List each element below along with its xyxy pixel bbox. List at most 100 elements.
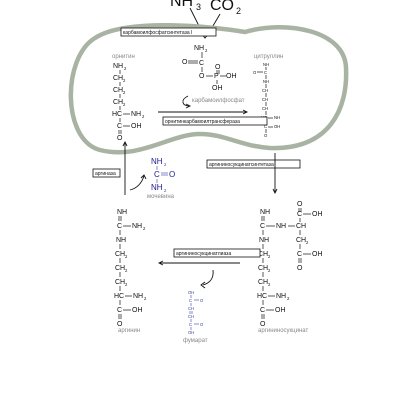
nh3-subscript: 3 (196, 2, 201, 12)
as-ch2-2: CH (258, 265, 268, 272)
as-nh2: NH (276, 293, 286, 300)
co2-subscript: 2 (236, 6, 241, 16)
fumarate-curved-arrowhead (200, 281, 206, 289)
as-c: C (260, 223, 265, 230)
as-oh-bot: OH (312, 251, 323, 258)
ornithine-structure: NH 2 CH 2 CH 2 CH 2 HC NH 2 C OH O (112, 63, 145, 142)
urea-nh2-top: NH (151, 157, 163, 166)
as-c-top: C (297, 211, 302, 218)
cp-o-dbl: O (182, 59, 188, 66)
as-nh-side: NH (276, 223, 286, 230)
urea-structure: NH 2 C O NH 2 (151, 157, 175, 193)
as-o-top: O (297, 201, 303, 208)
asl-box (173, 248, 261, 258)
cp-curved-arrow (182, 95, 191, 107)
orn-nh2-b-sub: 2 (142, 114, 145, 119)
cit-nh2-b: NH (274, 115, 280, 120)
as-nh2-sub: 2 (287, 296, 290, 301)
as-ch2-2-sub: 2 (268, 268, 271, 273)
input-co2: CO 2 (210, 0, 241, 16)
cp-oh-bottom: OH (212, 85, 223, 92)
asl-arrowhead (157, 260, 164, 266)
cps1-label: карбамоилфосфатсинтетаза I (123, 30, 192, 36)
fum-c1: C (189, 298, 192, 303)
arg-ch2-3: CH (115, 279, 125, 286)
orn-oh: OH (131, 123, 142, 130)
cp-c: C (199, 60, 204, 67)
orn-nh2-sub: 2 (124, 66, 127, 71)
orn-ch2-1: CH (113, 75, 123, 82)
orn-ch2-2: CH (113, 87, 123, 94)
as-o-bot: O (297, 265, 303, 272)
cp-nh2-sub: 2 (205, 48, 208, 53)
arginine-label: аргинин (118, 328, 140, 334)
as-ch2-1: CH (258, 251, 268, 258)
arg-ch2-3-sub: 2 (125, 282, 128, 287)
cp-p-o: O (215, 64, 221, 71)
orn-ch2-1-sub: 2 (123, 78, 126, 83)
arg-c: C (117, 223, 122, 230)
arginase-arrowhead (122, 140, 128, 147)
co2-label: CO (210, 0, 234, 14)
arg-ch2-1: CH (115, 251, 125, 258)
cit-ch2-1: CH (262, 88, 268, 93)
mitochondrion-membrane (68, 23, 349, 155)
as-nh: NH (260, 209, 270, 216)
fum-ch2: CH (188, 314, 194, 319)
cp-curved-arrowhead (185, 103, 192, 109)
as-ch2-1-sub: 2 (268, 254, 271, 259)
fum-o2: O (200, 322, 204, 327)
orn-nh2: NH (113, 63, 123, 70)
argininosuccinate-structure: NH C NH CH C O OH CH 2 C OH O NH CH 2 CH… (257, 201, 323, 328)
cp-nh2: NH (194, 45, 204, 52)
orn-ch2-3: CH (113, 99, 123, 106)
cit-oh: OH (274, 124, 280, 129)
arg-nh2-side-sub: 2 (143, 226, 146, 231)
arginase-label: аргиназа (95, 171, 116, 177)
fum-c2: C (189, 322, 192, 327)
cit-ch2-3: CH (262, 106, 268, 111)
asl-label: аргининосукцинатлиаза (176, 251, 231, 257)
cp-p: P (214, 73, 219, 80)
arg-nh2-b: NH (133, 293, 143, 300)
fum-oh-top: OH (188, 290, 194, 295)
fum-oh-bot: OH (188, 330, 194, 335)
cp-oh-right: OH (226, 73, 237, 80)
orn-o: O (117, 135, 123, 142)
argininosuccinate-label: аргининосукцинат (258, 328, 308, 334)
urea-label: мочевина (147, 194, 175, 200)
arg-nh2-side: NH (132, 223, 142, 230)
urea-curved-arrow (129, 175, 145, 191)
ass-label: аргининосукцинатсинтетаза (209, 162, 274, 168)
carbamoyl-phosphate-label: карбамоилфосфат (192, 98, 245, 104)
cps1-box (120, 27, 217, 37)
as-c-bot: C (297, 251, 302, 258)
as-ch2-3-sub: 2 (268, 282, 271, 287)
otc-arrowhead (242, 109, 249, 115)
urea-nh2-top-sub: 2 (164, 162, 167, 167)
ass-box (206, 159, 301, 169)
as-oh-top: OH (312, 211, 323, 218)
cit-ch2-2: CH (262, 97, 268, 102)
as-ch2-side: CH (296, 237, 306, 244)
urea-o: O (169, 170, 175, 179)
arg-nh-2: NH (116, 237, 126, 244)
cit-nh: NH (263, 79, 269, 84)
otc-label: орнитинкарбамоилтрансфераза (165, 119, 240, 125)
urea-nh2-bottom: NH (151, 183, 163, 192)
cit-c2: C (264, 124, 267, 129)
orn-hc: HC (112, 111, 122, 118)
as-ch2-side-sub: 2 (306, 240, 309, 245)
orn-c: C (117, 123, 122, 130)
fum-ch1: CH (188, 306, 194, 311)
ass-arrowhead (272, 188, 278, 195)
cit-c1: C (264, 70, 267, 75)
fumarate-label: фумарат (183, 338, 208, 344)
cit-o: O (264, 133, 268, 138)
ornithine-label: орнитин (112, 54, 135, 60)
as-nh-2: NH (259, 237, 269, 244)
orn-ch2-3-sub: 2 (123, 102, 126, 107)
as-ch2-3: CH (258, 279, 268, 286)
arg-nh: NH (117, 209, 127, 216)
